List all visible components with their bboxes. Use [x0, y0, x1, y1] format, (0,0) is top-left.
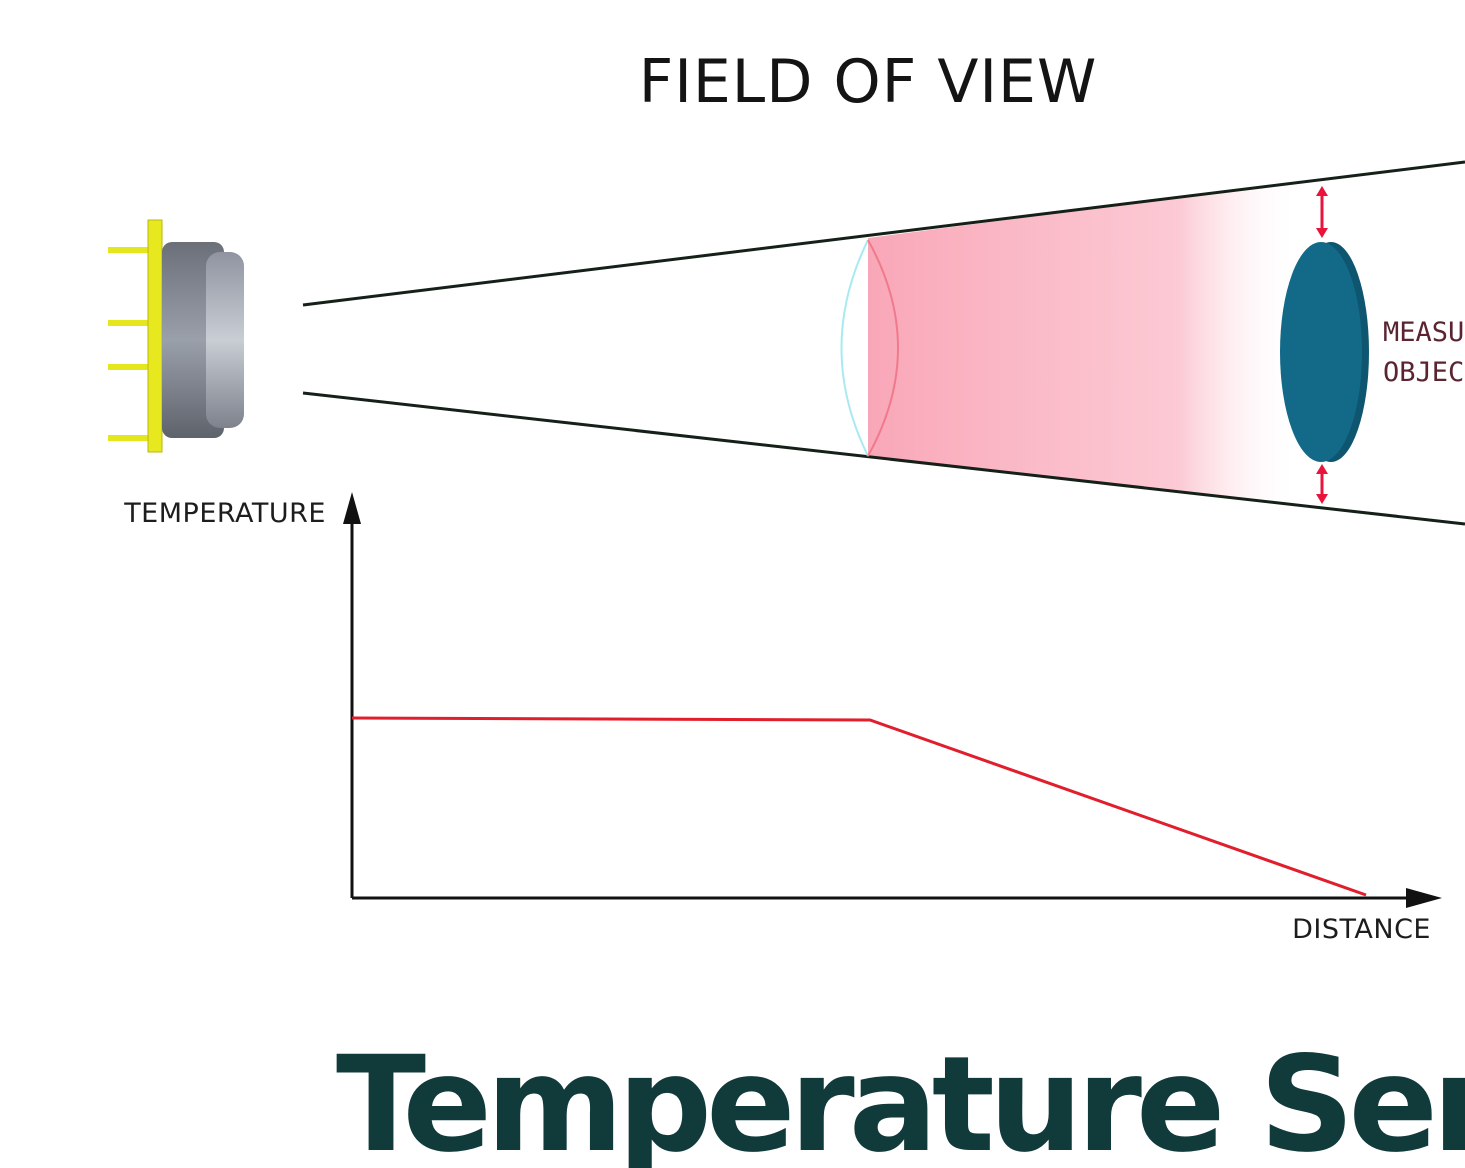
y-axis-label: TEMPERATURE — [123, 498, 326, 529]
temperature-curve — [351, 716, 1367, 897]
y-axis-arrow — [343, 492, 361, 524]
beam-front-arc — [867, 239, 899, 457]
object-label-line1: MEASU — [1383, 317, 1464, 348]
cone-lower-edge — [302, 391, 1465, 526]
sensor-cap — [206, 252, 244, 428]
object-label-line2: OBJEC — [1383, 357, 1464, 388]
headline: Temperature Sensor — [336, 1028, 1465, 1168]
measurement-beam — [868, 160, 1465, 524]
cone-upper-edge — [302, 160, 1465, 307]
sensor-flange — [147, 219, 163, 453]
measured-object — [1280, 242, 1369, 462]
lens-boundary — [840, 239, 869, 457]
sensor-illustration — [108, 219, 244, 453]
diagram-title: FIELD OF VIEW — [639, 47, 1098, 117]
clearance-arrows — [1316, 186, 1328, 504]
x-axis-label: DISTANCE — [1292, 914, 1431, 945]
sensor-pins — [108, 247, 152, 441]
x-axis-arrow — [1406, 888, 1442, 908]
temperature-distance-graph: TEMPERATURE DISTANCE — [123, 492, 1442, 945]
